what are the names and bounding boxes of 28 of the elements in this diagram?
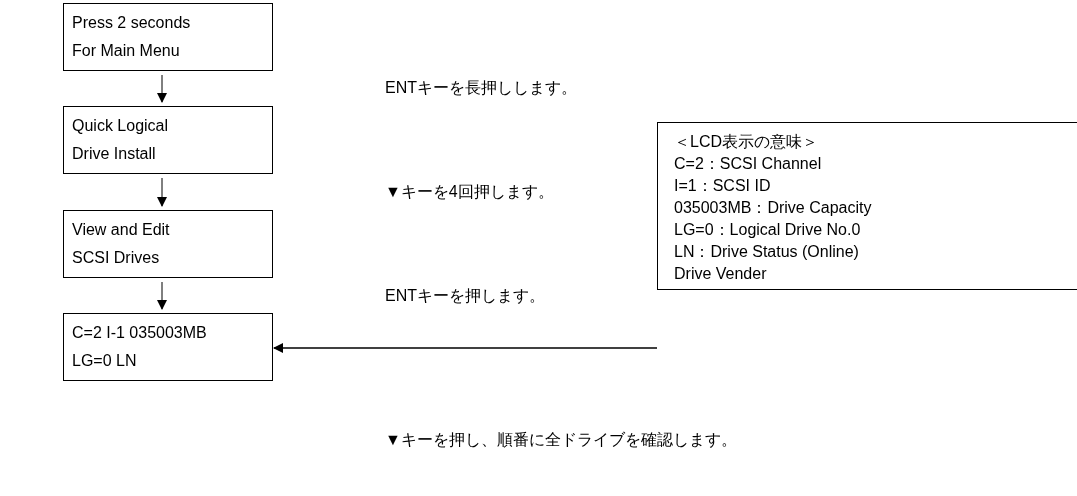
display-text: C=2 I-1 035003MB: [72, 323, 208, 343]
display-text: Press 2 seconds: [72, 13, 192, 33]
lcd-display-box: [63, 313, 273, 381]
display-text: Quick Logical: [72, 116, 170, 136]
lcd-display-box: [63, 3, 273, 71]
display-text: C=2：SCSI Channel: [674, 154, 823, 174]
display-text: Drive Vender: [674, 264, 768, 284]
note-text: ▼キーを押し、順番に全ドライブを確認します。: [385, 430, 737, 450]
display-text: SCSI Drives: [72, 248, 161, 268]
note-text: ENTキーを押します。: [385, 286, 545, 306]
display-text: View and Edit: [72, 220, 171, 240]
display-text: For Main Menu: [72, 41, 181, 61]
legend-box: [657, 122, 1077, 290]
display-text: 035003MB：Drive Capacity: [674, 198, 873, 218]
lcd-display-box: [63, 106, 273, 174]
arrow: [157, 74, 167, 103]
display-text: LN：Drive Status (Online): [674, 242, 860, 262]
display-text: LG=0：Logical Drive No.0: [674, 220, 862, 240]
note-text: ENTキーを長押しします。: [385, 78, 577, 98]
display-text: I=1：SCSI ID: [674, 176, 772, 196]
arrow: [157, 177, 167, 207]
note-text: ▼キーを4回押します。: [385, 182, 554, 202]
arrow: [157, 281, 167, 310]
lcd-display-box: [63, 210, 273, 278]
display-text: Drive Install: [72, 144, 157, 164]
arrow: [273, 343, 658, 353]
display-text: ＜LCD表示の意味＞: [674, 132, 819, 152]
display-text: LG=0 LN: [72, 351, 138, 371]
